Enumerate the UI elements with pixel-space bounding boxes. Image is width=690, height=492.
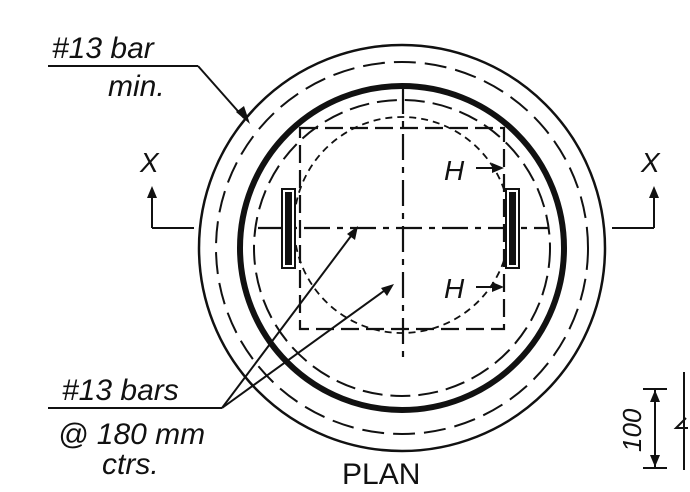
- left-plate-core: [285, 192, 292, 265]
- top-label-arrow: [236, 106, 250, 124]
- section-arrow-left-head: [147, 186, 157, 198]
- top-label-leader: [197, 65, 245, 119]
- dimension-small-arrow: [673, 417, 688, 429]
- bottom-label-line1: #13 bars: [62, 374, 179, 407]
- outer-dashed-circle: [215, 61, 589, 435]
- top-label-line2: min.: [108, 70, 165, 103]
- right-plate-core: [509, 192, 516, 265]
- top-label-line1: #13 bar: [52, 32, 155, 65]
- bottom-label-arrow-1: [347, 226, 358, 240]
- section-arrow-right-head: [649, 186, 659, 198]
- h-lower-label: H: [444, 273, 465, 304]
- bottom-label-leader-1: [221, 231, 355, 409]
- bottom-label-arrow-2: [381, 284, 394, 296]
- dimension-arrow-bottom: [650, 455, 660, 467]
- dimension-value: 100: [617, 408, 647, 452]
- inner-dashed-circle: [253, 99, 551, 397]
- h-upper-label: H: [444, 155, 465, 186]
- h-lower-arrow: [492, 282, 504, 292]
- outer-circle: [197, 43, 607, 453]
- main-thick-circle: [237, 83, 567, 413]
- h-upper-arrow: [492, 163, 504, 173]
- bottom-label-leader-2: [221, 287, 389, 409]
- bottom-label-line2: @ 180 mm: [58, 418, 205, 451]
- section-mark-left: X: [139, 147, 160, 178]
- view-title: PLAN: [342, 458, 420, 491]
- section-mark-right: X: [640, 147, 661, 178]
- dimension-arrow-top: [650, 390, 660, 402]
- bottom-label-line3: ctrs.: [102, 448, 159, 481]
